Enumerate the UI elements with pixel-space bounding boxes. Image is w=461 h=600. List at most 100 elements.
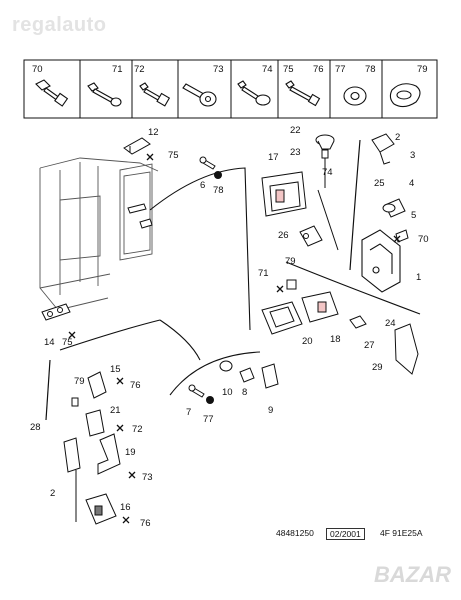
callout-4: 4 (409, 178, 414, 189)
callout-29: 29 (372, 362, 383, 373)
callout-14: 14 (44, 337, 55, 348)
callout-1: 1 (416, 272, 421, 283)
callout-27: 27 (364, 340, 375, 351)
callout-2-top: 2 (395, 132, 400, 143)
socket-bolt-icon (182, 83, 217, 107)
callout-7: 7 (186, 407, 191, 418)
part-79-block (71, 397, 79, 407)
callout-9: 9 (268, 405, 273, 416)
callout-77: 77 (203, 414, 214, 425)
part-9-bracket (261, 363, 279, 389)
part-6-screw (199, 156, 216, 170)
part-16-handle (85, 493, 117, 525)
detail-leader-arcs (59, 167, 261, 396)
watermark-regalauto: regalauto (12, 14, 107, 36)
legend-74: 74 (262, 64, 273, 75)
callout-21: 21 (110, 405, 121, 416)
legend-70: 70 (32, 64, 43, 75)
part-14-bracket (41, 303, 71, 321)
watermark-bazar: BAZAR (374, 562, 451, 587)
callout-76-lower: 76 (140, 518, 151, 529)
callout-78: 78 (213, 185, 224, 196)
legend-77: 77 (335, 64, 346, 75)
part-21-bracket (85, 409, 105, 437)
part-18-handle (301, 291, 339, 323)
stud-screw-icon (285, 80, 321, 107)
callout-74: 74 (322, 167, 333, 178)
callout-72: 72 (132, 424, 143, 435)
callout-75: 75 (168, 150, 179, 161)
footer-date: 02/2001 (326, 528, 365, 540)
shouldered-screw-icon (237, 80, 271, 106)
callout-71: 71 (258, 268, 269, 279)
callout-12: 12 (148, 127, 159, 138)
callout-2-bottom: 2 (50, 488, 55, 499)
grommet-icon (389, 83, 421, 108)
part-26-lever (299, 225, 323, 247)
callout-3: 3 (410, 150, 415, 161)
part-2-hinge (63, 437, 81, 522)
legend-76: 76 (313, 64, 324, 75)
fastener-legend: 70 71 72 73 74 75 76 77 78 79 (23, 59, 438, 119)
part-24-rod (285, 261, 421, 315)
legend-79: 79 (417, 64, 428, 75)
callout-22: 22 (290, 125, 301, 136)
callout-23: 23 (290, 147, 301, 158)
part-20-handle (261, 301, 303, 335)
part-12-bracket (123, 137, 151, 155)
part-23-rod-end (321, 149, 329, 188)
hex-head-screw-icon (139, 82, 171, 107)
legend-78: 78 (365, 64, 376, 75)
callout-20: 20 (302, 336, 313, 347)
part-27-clip (349, 315, 367, 329)
fastener-markers (68, 153, 401, 524)
part-4-lock-cylinder (382, 198, 406, 218)
part-7-screw (188, 384, 205, 398)
part-29-cover (394, 323, 419, 375)
callout-15: 15 (110, 364, 121, 375)
part-3-striker (371, 133, 395, 165)
part-25-rod (349, 139, 361, 271)
part-19-lever (97, 433, 121, 475)
callout-76-upper: 76 (130, 380, 141, 391)
van-body-outline (39, 157, 159, 311)
part-78-washer (214, 171, 222, 179)
part-79-pad (286, 279, 297, 290)
callout-6: 6 (200, 180, 205, 191)
footer-code: 4F 91E25A (380, 528, 423, 538)
door-handle-small (127, 203, 153, 229)
footer-reference: 48481250 (276, 528, 314, 538)
part-10-cap (219, 360, 233, 372)
part-15-bracket (87, 371, 107, 399)
callout-18: 18 (330, 334, 341, 345)
flange-bolt-icon (35, 79, 69, 107)
callout-75-left: 75 (62, 337, 73, 348)
callout-73: 73 (142, 472, 153, 483)
callout-26: 26 (278, 230, 289, 241)
callout-8: 8 (242, 387, 247, 398)
part-28-rod (45, 359, 51, 421)
callout-10: 10 (222, 387, 233, 398)
legend-71: 71 (112, 64, 123, 75)
rod-link (317, 189, 339, 251)
callout-28: 28 (30, 422, 41, 433)
callout-70: 70 (418, 234, 429, 245)
part-17-handle (261, 171, 307, 217)
callout-5: 5 (411, 210, 416, 221)
legend-73: 73 (213, 64, 224, 75)
callout-16: 16 (120, 502, 131, 513)
callout-79-left: 79 (74, 376, 85, 387)
self-tapping-screw-icon (87, 82, 122, 107)
part-77-washer (206, 396, 214, 404)
callout-17: 17 (268, 152, 279, 163)
part-1-lock-body (361, 229, 401, 293)
legend-72: 72 (134, 64, 145, 75)
washer-icon (343, 86, 367, 106)
part-22-cap (315, 134, 335, 150)
callout-24: 24 (385, 318, 396, 329)
callout-79-mid: 79 (285, 256, 296, 267)
legend-75: 75 (283, 64, 294, 75)
callout-25: 25 (374, 178, 385, 189)
part-8-clip (239, 367, 255, 383)
